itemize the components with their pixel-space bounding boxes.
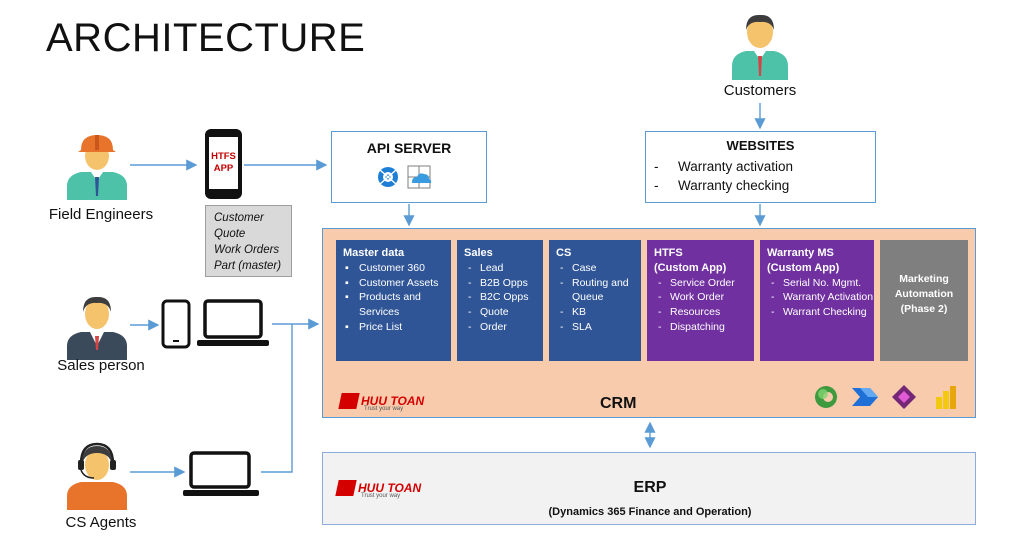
module-title: HTFS bbox=[654, 247, 683, 259]
erp-label: ERP bbox=[633, 479, 667, 496]
erp-container: HUU TOAN Trust your way ERP (Dynamics 36… bbox=[322, 452, 976, 525]
page-title: ARCHITECTURE bbox=[46, 16, 366, 60]
websites-item: - Warranty checking bbox=[654, 176, 793, 195]
bullet-dash: - bbox=[654, 159, 659, 174]
module-item: Service Order bbox=[654, 276, 754, 291]
module-item: B2B Opps bbox=[464, 276, 543, 291]
line-cs-to-crm bbox=[261, 324, 293, 473]
module-item: Dispatching bbox=[654, 320, 754, 335]
module-item: Quote bbox=[464, 305, 543, 320]
logo-tagline: Trust your way bbox=[361, 493, 401, 499]
power-bi-icon bbox=[936, 386, 956, 409]
globe-service-icon bbox=[378, 167, 398, 187]
note-line: Quote bbox=[214, 228, 246, 240]
htfs-app-note: Customer Quote Work Orders Part (master) bbox=[205, 205, 292, 277]
crm-label: CRM bbox=[600, 395, 637, 412]
module-item: Serial No. Mgmt. bbox=[767, 276, 874, 291]
module-item: Warranty Activation bbox=[767, 290, 874, 305]
note-line: Customer bbox=[214, 212, 264, 224]
module-item: Case bbox=[556, 261, 641, 276]
sales-devices bbox=[161, 299, 269, 349]
module-item: Resources bbox=[654, 305, 754, 320]
laptop-icon bbox=[197, 299, 269, 346]
module-item: Price List bbox=[343, 320, 451, 335]
api-server-box: API SERVER bbox=[331, 131, 487, 203]
module-title: Master data bbox=[343, 247, 405, 259]
module-subtitle: (Custom App) bbox=[767, 261, 840, 274]
api-service-icons bbox=[378, 165, 432, 189]
module-subtitle: (Custom App) bbox=[654, 261, 727, 274]
htfs-app-phone: HTFS APP bbox=[205, 129, 242, 199]
logo-tagline: Trust your way bbox=[364, 406, 404, 412]
module-title: CS bbox=[556, 247, 572, 259]
module-item: Routing and Queue bbox=[556, 276, 641, 306]
field-engineers-label: Field Engineers bbox=[48, 206, 154, 223]
logo-mark-icon bbox=[338, 392, 360, 409]
websites-box: WEBSITES - Warranty activation - Warranty … bbox=[645, 131, 876, 203]
note-line: Work Orders bbox=[214, 244, 280, 256]
erp-subtitle: (Dynamics 365 Finance and Operation) bbox=[548, 506, 752, 518]
customers-label: Customers bbox=[723, 82, 797, 99]
sales-person-label: Sales person bbox=[57, 357, 145, 374]
cs-agents-label: CS Agents bbox=[65, 514, 137, 531]
module-sales: Sales Lead B2B Opps B2C Opps Quote Order bbox=[457, 240, 543, 361]
module-marketing-automation: Marketing Automation (Phase 2) bbox=[880, 240, 968, 361]
module-cs: CS Case Routing and Queue KB SLA bbox=[549, 240, 641, 361]
websites-title: WEBSITES bbox=[726, 138, 795, 153]
module-item: Products and Services bbox=[343, 290, 451, 320]
module-item: KB bbox=[556, 305, 641, 320]
dynamics-icon bbox=[815, 386, 837, 408]
power-platform-icons bbox=[815, 385, 956, 409]
bullet-dash: - bbox=[654, 178, 659, 193]
module-item: Lead bbox=[464, 261, 543, 276]
module-item: B2C Opps bbox=[464, 290, 543, 305]
module-item: Work Order bbox=[654, 290, 754, 305]
websites-item-label: Warranty activation bbox=[678, 159, 794, 174]
power-apps-icon bbox=[892, 385, 916, 409]
huu-toan-logo-erp: HUU TOAN Trust your way bbox=[335, 479, 447, 501]
huu-toan-logo-crm: HUU TOAN Trust your way bbox=[338, 392, 450, 414]
htfs-app-line1: HTFS bbox=[211, 151, 236, 162]
module-item: Warrant Checking bbox=[767, 305, 874, 320]
customer-person-icon bbox=[724, 10, 796, 80]
note-line: Part (master) bbox=[214, 260, 282, 272]
module-item: Order bbox=[464, 320, 543, 335]
logo-text: HUU TOAN bbox=[358, 480, 422, 495]
module-item: Customer Assets bbox=[343, 276, 451, 291]
htfs-app-line2: APP bbox=[213, 163, 234, 174]
module-title: Warranty MS bbox=[767, 247, 834, 259]
field-engineer-icon bbox=[62, 130, 132, 200]
module-title: Marketing Automation (Phase 2) bbox=[894, 273, 954, 315]
logo-text: HUU TOAN bbox=[361, 393, 425, 408]
cloud-grid-icon bbox=[407, 165, 432, 189]
cs-agent-icon bbox=[62, 440, 132, 510]
websites-item-label: Warranty checking bbox=[678, 178, 790, 193]
sales-person-icon bbox=[62, 290, 132, 360]
cs-laptop-icon bbox=[183, 451, 259, 496]
mobile-phone-icon bbox=[161, 299, 191, 349]
module-htfs: HTFS (Custom App) Service Order Work Ord… bbox=[647, 240, 754, 361]
module-item: SLA bbox=[556, 320, 641, 335]
module-item: Customer 360 bbox=[343, 261, 451, 276]
module-warranty-ms: Warranty MS (Custom App) Serial No. Mgmt… bbox=[760, 240, 874, 361]
power-automate-icon bbox=[852, 388, 878, 406]
websites-item: - Warranty activation bbox=[654, 157, 793, 176]
module-title: Sales bbox=[464, 247, 493, 259]
api-server-title: API SERVER bbox=[366, 140, 452, 156]
module-master-data: Master data Customer 360 Customer Assets… bbox=[336, 240, 451, 361]
